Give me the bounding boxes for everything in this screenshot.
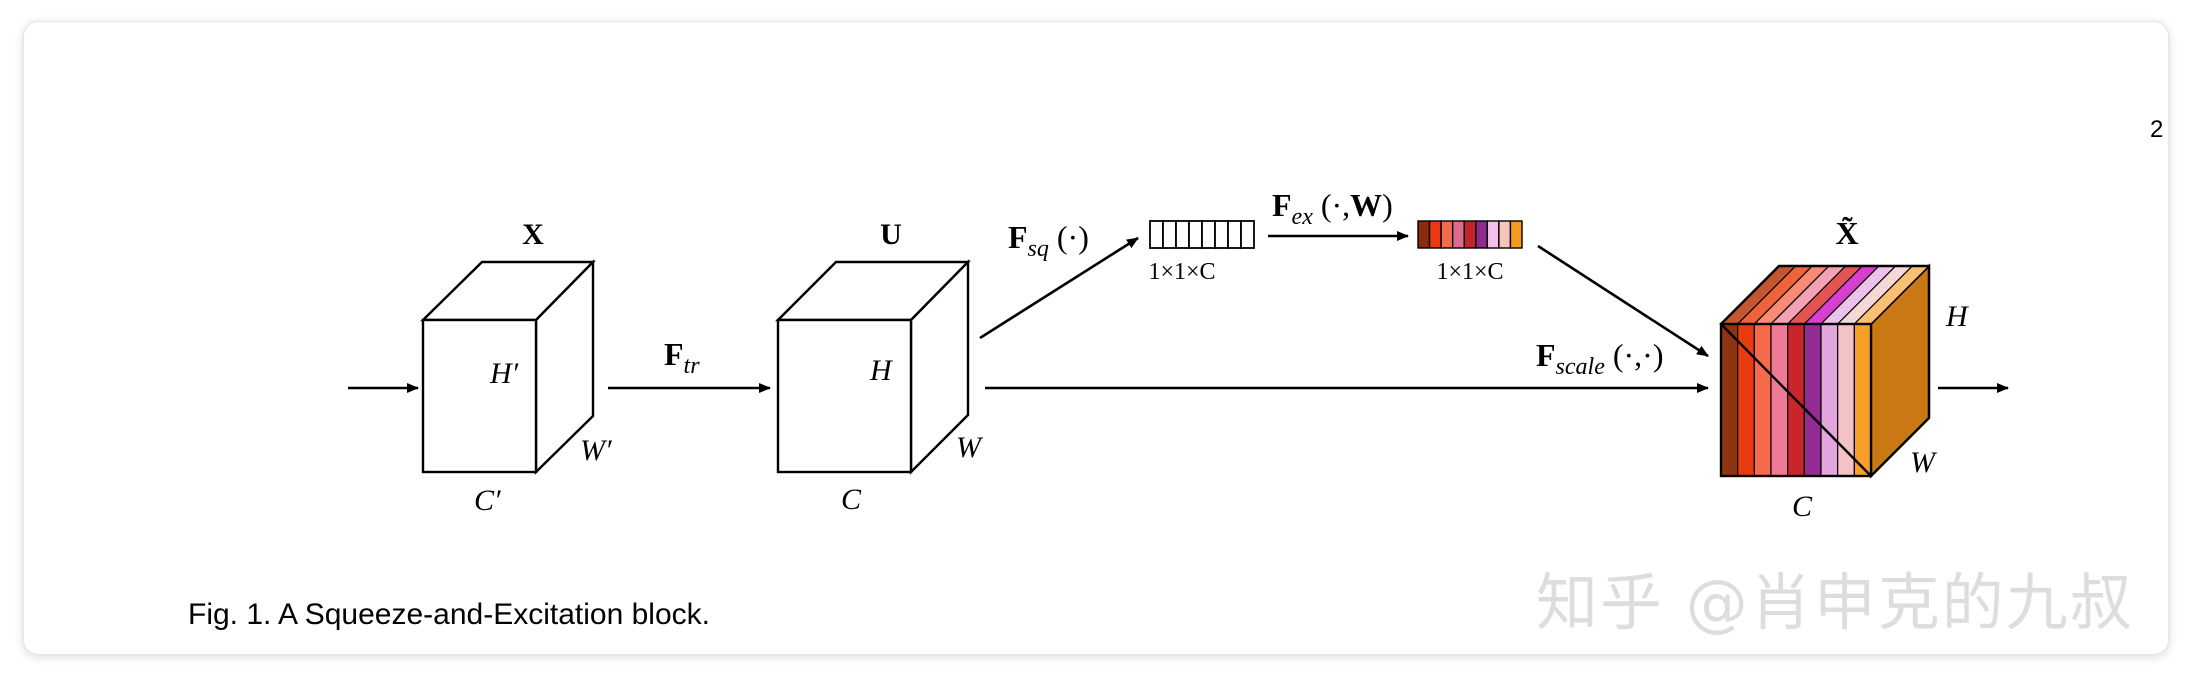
squeeze-cell	[1240, 220, 1255, 249]
excitation-cell	[1451, 220, 1465, 249]
squeeze-cell	[1227, 220, 1242, 249]
input-tensor-name: X	[522, 218, 544, 251]
excitation-cell	[1463, 220, 1477, 249]
output-channel-slice	[1853, 323, 1872, 477]
excitation-vector-size-label: 1×1×C	[1436, 259, 1503, 285]
feature-width-label: W	[956, 431, 984, 464]
output-tensor-name: X̃	[1835, 215, 1858, 251]
output-cube-outline	[1719, 264, 1931, 478]
squeeze-vector	[1149, 220, 1255, 249]
squeeze-arrow	[979, 236, 1139, 340]
feature-tensor-cube	[775, 259, 971, 475]
excitation-vector	[1417, 220, 1523, 249]
squeeze-op-label: Fsq (·)	[1008, 219, 1089, 262]
squeeze-cell	[1162, 220, 1177, 249]
squeeze-cell	[1188, 220, 1203, 249]
squeeze-cell	[1201, 220, 1216, 249]
output-width-label: W	[1910, 446, 1938, 479]
transform-op-label: Ftr	[664, 336, 700, 379]
output-channel-slice	[1837, 323, 1855, 477]
input-channels-label: C′	[474, 484, 501, 517]
excitation-cell	[1475, 220, 1489, 249]
squeeze-cell	[1175, 220, 1190, 249]
feature-channels-label: C	[841, 483, 862, 516]
output-channel-slice	[1803, 323, 1822, 477]
scale-op-label: Fscale (·,·)	[1536, 337, 1663, 380]
input-width-label: W′	[580, 434, 612, 467]
watermark: 知乎 @肖申克的九叔	[1536, 566, 2134, 639]
excitation-cell	[1440, 220, 1454, 249]
excitation-cell	[1486, 220, 1500, 249]
flow-arrows	[348, 231, 2009, 393]
excitation-cell	[1509, 220, 1523, 249]
output-height-label: H	[1945, 300, 1970, 333]
scale-weights-arrow	[1537, 244, 1709, 358]
input-height-label: H′	[489, 357, 519, 390]
squeeze-cell	[1214, 220, 1229, 249]
output-front-outline	[1719, 322, 1873, 478]
output-channel-slice	[1737, 323, 1755, 477]
squeeze-vector-size-label: 1×1×C	[1148, 259, 1215, 285]
output-tensor-cube	[1719, 263, 1931, 479]
excitation-cell	[1498, 220, 1512, 249]
output-channels-label: C	[1792, 490, 1813, 523]
excitation-cell	[1428, 220, 1442, 249]
excitation-cell	[1417, 220, 1431, 249]
output-channel-slice	[1720, 323, 1739, 477]
input-tensor-cube	[420, 259, 596, 475]
figure-caption: Fig. 1. A Squeeze-and-Excitation block.	[188, 598, 710, 631]
output-channel-slice	[1820, 323, 1839, 477]
output-channel-slice	[1753, 323, 1772, 477]
excitation-op-label: Fex (·,W)	[1272, 187, 1393, 230]
squeeze-cell	[1149, 220, 1164, 249]
feature-height-label: H	[869, 354, 894, 387]
output-channel-slice	[1770, 323, 1789, 477]
page-number: 2	[2150, 116, 2164, 143]
feature-tensor-name: U	[880, 218, 902, 251]
